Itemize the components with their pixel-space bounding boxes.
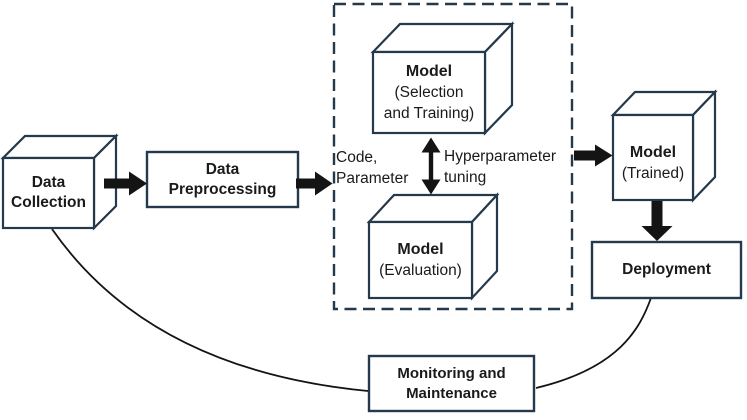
cube-front-face <box>367 220 474 300</box>
model-selection-subtitle: (Selection and Training) <box>383 84 475 122</box>
cube-front-face <box>371 50 487 135</box>
model-evaluation-title: Model <box>397 241 444 258</box>
deployment-label: Deployment <box>622 261 711 278</box>
arrow-preprocessing-to-models <box>296 171 333 196</box>
arrow-trained-to-deployment <box>641 201 673 241</box>
arrow-collection-to-preprocessing <box>104 171 147 196</box>
dashed-container <box>332 2 574 311</box>
data-collection-cube <box>0 133 119 231</box>
model-trained-cube <box>610 89 718 203</box>
model-selection-training-label: Model (Selection and Training) <box>373 52 485 133</box>
cube-front-face <box>1 156 96 230</box>
monitoring-maintenance-label: Monitoring and Maintenance <box>397 364 506 402</box>
model-evaluation-subtitle: (Evaluation) <box>379 262 462 279</box>
hyperparameter-tuning-edge-label: Hyperparameter tuning <box>444 148 556 186</box>
deployment-box <box>590 240 743 300</box>
double-arrow-selection-evaluation <box>421 137 441 195</box>
data-collection-label: Data Collection <box>11 174 86 211</box>
data-preprocessing-label: Data Preprocessing <box>168 160 277 198</box>
model-selection-training-cube <box>370 21 515 136</box>
arrow-models-to-trained <box>574 144 613 167</box>
model-evaluation-cube <box>366 192 500 301</box>
model-selection-title: Model <box>405 63 453 80</box>
data-preprocessing-box <box>145 150 300 209</box>
monitoring-maintenance-box <box>367 354 536 413</box>
model-trained-label: Model (Trained) <box>613 115 693 200</box>
model-trained-title: Model <box>629 143 677 161</box>
model-trained-subtitle: (Trained) <box>621 164 685 182</box>
code-parameter-edge-label: Code, Parameter <box>336 149 409 187</box>
cube-front-face <box>611 113 695 202</box>
curve-deployment-to-monitoring <box>535 297 652 389</box>
model-evaluation-label: Model (Evaluation) <box>369 222 472 298</box>
curve-data-collection-to-monitoring <box>51 228 369 392</box>
